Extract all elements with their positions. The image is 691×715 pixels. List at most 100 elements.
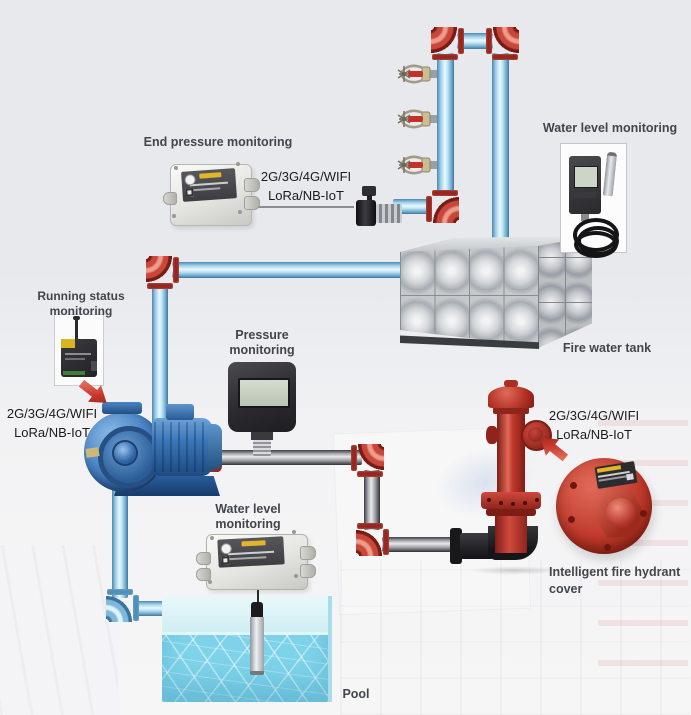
connectivity-label: 2G/3G/4G/WIFI LoRa/NB-IoT <box>0 404 104 442</box>
threaded-stem <box>253 440 271 456</box>
connectivity-line: 2G/3G/4G/WIFI <box>548 408 640 423</box>
cable-gland <box>244 178 260 192</box>
antenna-tip <box>73 316 80 320</box>
caption-end-pressure-monitoring: End pressure monitoring <box>143 135 293 149</box>
connectivity-label: 2G/3G/4G/WIFI LoRa/NB-IoT <box>538 406 650 444</box>
device-label-plate <box>217 536 285 568</box>
water-level-logger-box <box>196 528 316 594</box>
pool-edge-highlight <box>162 632 328 635</box>
background-photo <box>340 560 690 715</box>
tank-riser-pipe <box>492 53 509 241</box>
hydrant-drop-pipe <box>364 470 380 530</box>
end-pressure-logger-box <box>163 156 260 230</box>
end-pressure-sensor <box>350 182 404 228</box>
terminal-strip <box>63 371 85 375</box>
hydrant-lower-spool <box>495 515 527 553</box>
logger-port <box>91 361 97 371</box>
caption-line: monitoring <box>229 343 295 357</box>
hydrant-pipe-flange <box>450 528 462 564</box>
caption-pool: Pool <box>342 687 370 701</box>
logger-text-line <box>65 353 91 355</box>
qr-code <box>626 473 634 481</box>
water-level-sensor-photo <box>560 143 627 258</box>
device-label-line <box>190 187 221 192</box>
pipe-elbow <box>431 27 464 60</box>
cable-gland <box>196 568 211 581</box>
caption-running-status-monitoring: Running status monitoring <box>37 289 125 318</box>
probe-cap <box>251 602 263 618</box>
cable-gland <box>300 564 316 578</box>
connectivity-line: LoRa/NB-IoT <box>14 425 90 440</box>
pipe-elbow <box>356 523 389 556</box>
pump-hub <box>114 442 136 464</box>
caption-line: Intelligent fire hydrant <box>549 565 681 579</box>
cable-gland <box>196 552 211 565</box>
pool <box>160 592 332 704</box>
sensor-coupling <box>376 204 402 223</box>
caption-line: Pressure <box>235 328 289 342</box>
device-label-title <box>241 540 266 547</box>
shadow <box>470 566 560 575</box>
cable-coil <box>574 231 618 258</box>
caption-water-level-monitoring: Water level monitoring <box>542 121 678 135</box>
probe-cable <box>257 590 259 604</box>
sprinkler-icon <box>397 64 437 84</box>
hydrant-valve <box>486 426 498 444</box>
pump-inlet-flange <box>102 402 142 414</box>
running-status-logger-photo <box>54 314 104 386</box>
device-label-plate <box>181 168 237 202</box>
screws <box>210 536 214 540</box>
pump-discharge-pipe <box>216 450 362 465</box>
hydrant-under-ring <box>486 508 536 516</box>
pool-suction-pipe <box>112 476 128 598</box>
hydrant-bonnet <box>488 386 534 408</box>
cable-gland <box>163 192 177 205</box>
cover-bolts <box>570 482 577 489</box>
caption-pressure-monitoring: Pressure monitoring <box>212 328 312 358</box>
qr-code <box>221 556 230 565</box>
qr-code <box>185 188 194 197</box>
device-label-line <box>228 556 267 561</box>
device-label-line <box>189 181 228 187</box>
pool-top-surface <box>162 596 330 634</box>
device-label-title <box>199 172 222 179</box>
background-photo <box>0 545 118 715</box>
sensor-connector-line <box>254 206 354 208</box>
connectivity-line: 2G/3G/4G/WIFI <box>260 169 352 184</box>
device-label-line <box>228 550 275 556</box>
sensor-stem <box>581 214 589 221</box>
motor-terminal-box <box>166 404 194 420</box>
pump-motor <box>152 418 212 476</box>
intelligent-hydrant-cover <box>556 456 654 558</box>
caption-intelligent-fire-hydrant-cover: Intelligent fire hydrant cover <box>549 564 681 598</box>
screws <box>174 166 178 170</box>
sensor-neck <box>251 432 273 440</box>
caption-line: monitoring <box>215 517 281 531</box>
hydrant-base-flange <box>481 492 541 509</box>
caption-fire-water-tank: Fire water tank <box>562 341 652 355</box>
pool-water <box>162 632 328 702</box>
sprinkler-icon <box>397 155 437 175</box>
hydrant-collar <box>493 407 529 414</box>
logger-label <box>61 339 75 348</box>
hydrant-top-knob <box>504 380 518 387</box>
cable-gland <box>300 546 316 560</box>
tank-front-face <box>400 246 538 346</box>
pump-inlet-pipe <box>152 284 168 440</box>
pipe-elbow <box>146 256 179 289</box>
hydrant-body <box>497 414 525 492</box>
flange-bolts <box>487 498 491 502</box>
connectivity-line: LoRa/NB-IoT <box>268 188 344 203</box>
connectivity-label: 2G/3G/4G/WIFI LoRa/NB-IoT <box>248 167 364 205</box>
cover-knob <box>606 498 636 528</box>
pool-side-face <box>328 596 332 702</box>
sensor-connector <box>362 186 376 196</box>
pressure-sensor-device <box>228 358 298 458</box>
pipe-elbow <box>486 27 519 60</box>
cable-gland <box>244 196 260 210</box>
booster-pump <box>80 396 230 504</box>
fire-hydrant <box>450 376 560 578</box>
pipe-elbow-blue <box>106 589 139 622</box>
lcd-screen <box>574 166 598 188</box>
